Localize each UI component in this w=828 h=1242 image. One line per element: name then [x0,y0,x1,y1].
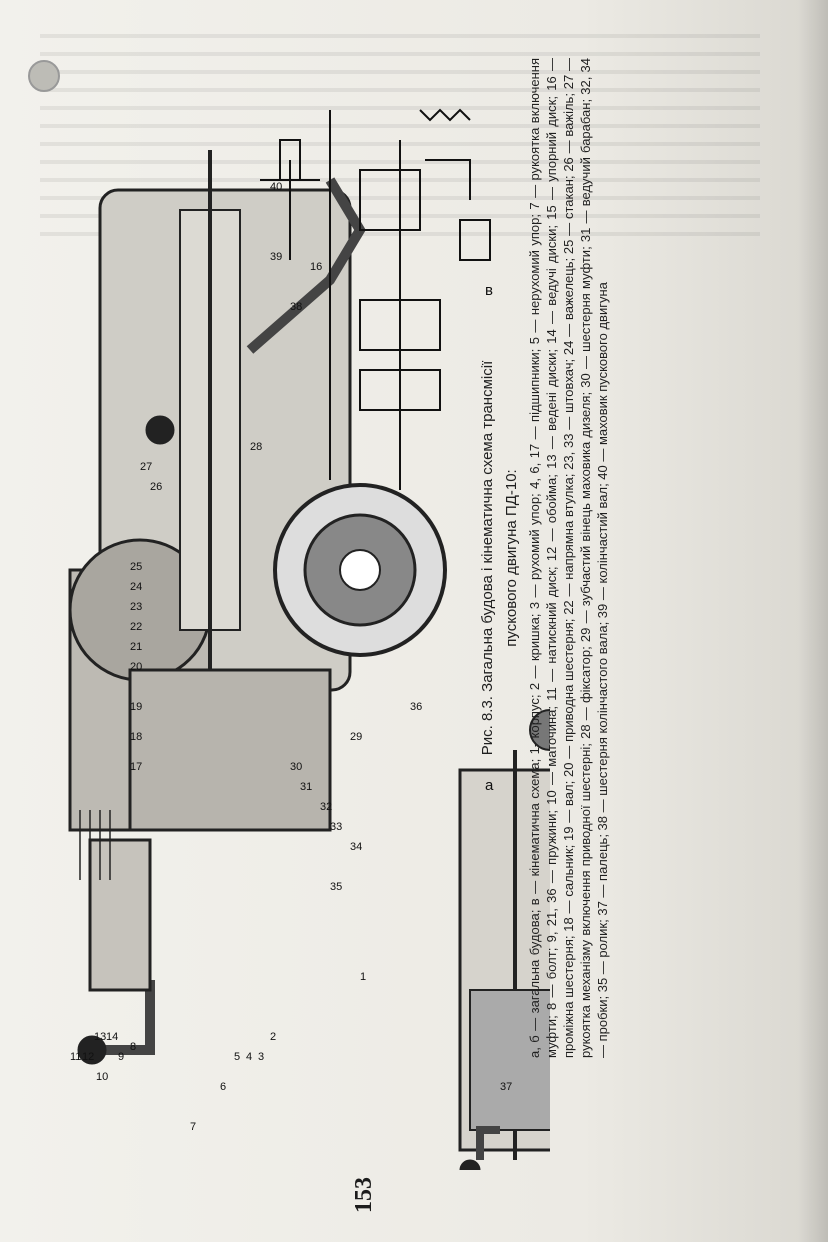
part-label: 31 [300,781,312,793]
part-label: 1 [360,971,366,983]
view-a-assembly [68,150,447,1065]
caption-title-line-2: пускового двигуна ПД-10: [503,469,520,647]
part-label: 9 [118,1051,124,1063]
part-label: 29 [350,731,362,743]
part-label: 33 [330,821,342,833]
part-label: 38 [290,301,302,313]
part-label: 27 [140,461,152,473]
part-label: 5 [234,1051,240,1063]
part-label: 6 [220,1081,226,1093]
part-label: 36 [410,701,422,713]
part-label: 17 [130,761,142,773]
transmission-figure: а в б 1 2 3 4 5 6 7 8 9 10 11 12 13 14 1… [30,50,550,1170]
part-label: 24 [130,581,142,593]
part-label: 26 [150,481,162,493]
part-label: 35 [330,881,342,893]
part-label: 21 [130,641,142,653]
part-label: 4 [246,1051,252,1063]
part-label: 2 [270,1031,276,1043]
part-label: 34 [350,841,362,853]
caption-title-line-1: Рис. 8.3. Загальна будова і кінематична … [479,360,496,756]
part-label: 13 [94,1031,106,1043]
part-label: 25 [130,561,142,573]
part-label: 28 [250,441,262,453]
figure-caption: Рис. 8.3. Загальна будова і кінематична … [478,58,688,1058]
page-number: 153 [351,1177,377,1213]
page-edge-shadow [798,0,828,1242]
part-label: 14 [106,1031,118,1043]
part-label: 16 [310,261,322,273]
part-number-labels: 1 2 3 4 5 6 7 8 9 10 11 12 13 14 15 16 1… [70,181,512,1133]
part-label: 12 [82,1051,94,1063]
part-label: 39 [270,251,282,263]
binding-hole-icon [28,60,60,92]
figure-drawing: а в б 1 2 3 4 5 6 7 8 9 10 11 12 13 14 1… [68,108,550,1170]
part-label: 23 [130,601,142,613]
part-label: 30 [290,761,302,773]
part-label: 32 [320,801,332,813]
part-label: 18 [130,731,142,743]
view-b-section [458,709,550,1170]
view-v-kinematic-scheme [260,108,491,490]
part-label: 22 [130,621,142,633]
part-label: 40 [270,181,282,193]
section-label-a: а [485,777,494,794]
part-label: 20 [130,661,142,673]
section-label-v: в [485,282,493,299]
part-label: 19 [130,701,142,713]
part-label: 7 [190,1121,196,1133]
part-label: 37 [500,1081,512,1093]
part-label: 10 [96,1071,108,1083]
part-label: 11 [70,1051,81,1063]
caption-legend: а, б — загальна будова; в — кінематична … [527,58,610,1058]
part-label: 8 [130,1041,136,1053]
part-label: 3 [258,1051,264,1063]
